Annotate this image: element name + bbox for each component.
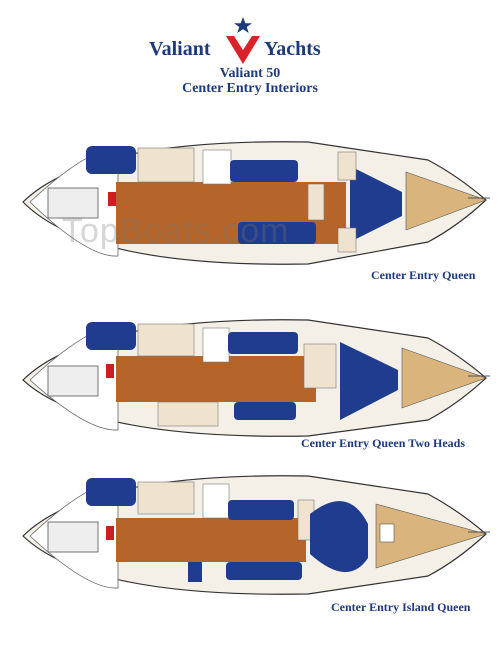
brand-name-right: Yachts — [264, 38, 321, 60]
floor-plan-center-entry-queen-two-heads — [22, 319, 490, 437]
valiant-logo-icon — [226, 17, 260, 64]
plan-caption-2: Center Entry Queen Two Heads — [301, 436, 465, 450]
plan-caption-3: Center Entry Island Queen — [331, 600, 471, 614]
model-title: Valiant 50 — [219, 66, 281, 81]
brand-name-left: Valiant — [149, 38, 211, 60]
page-subtitle: Center Entry Interiors — [182, 81, 318, 96]
watermark: TopBoats.com — [62, 212, 290, 250]
plan-caption-1: Center Entry Queen — [371, 268, 476, 282]
brand-header: Valiant Yachts — [0, 8, 500, 66]
floor-plan-center-entry-island-queen — [22, 475, 490, 595]
floor-plan-center-entry-queen — [22, 141, 490, 265]
